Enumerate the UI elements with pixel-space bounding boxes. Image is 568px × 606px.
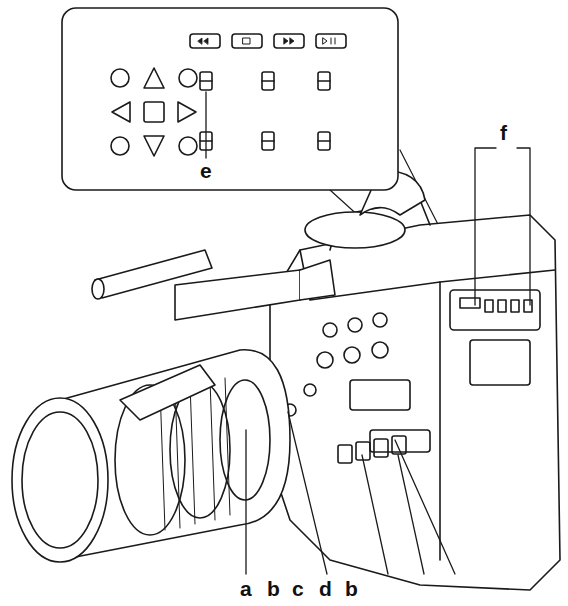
callout-letter: f [500,122,507,143]
callout-letter: c [292,578,304,599]
callout-letter: a [240,578,252,599]
callout-letter: d [319,578,332,599]
callout-letter: b [267,578,280,599]
callout-letter: e [200,160,212,181]
callout-letter: b [345,578,358,599]
